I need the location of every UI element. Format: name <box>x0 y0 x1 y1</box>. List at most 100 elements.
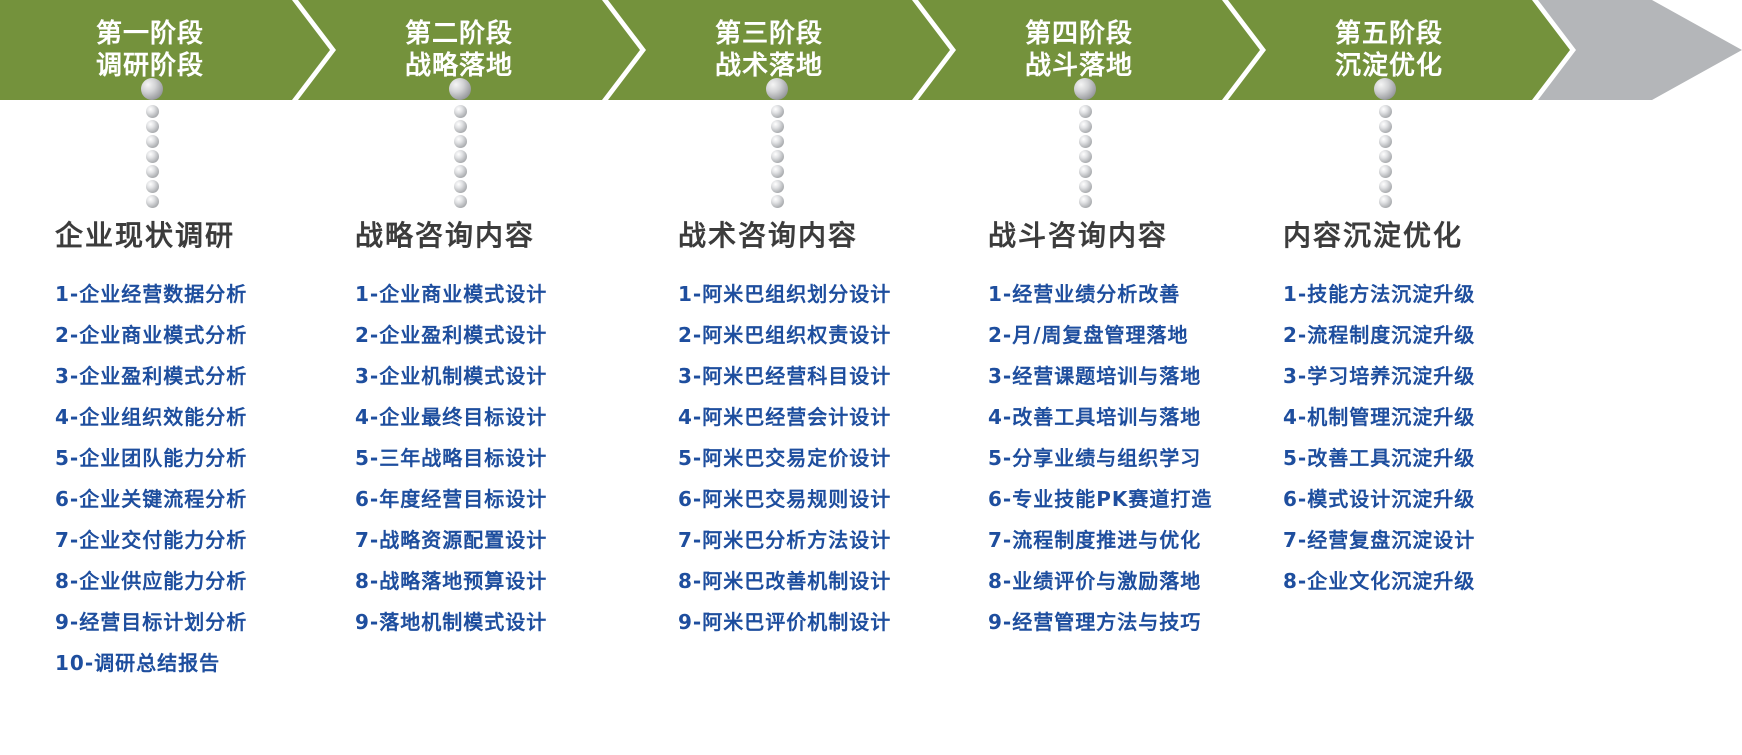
content-column: 企业现状调研 1-企业经营数据分析 2-企业商业模式分析 3-企业盈利模式分析 4-企… <box>55 214 345 692</box>
list-item: 6-年度经营目标设计 <box>355 487 548 511</box>
chain-bead-icon <box>1078 120 1092 133</box>
list-item: 1-阿米巴组织划分设计 <box>678 282 892 306</box>
chain-bead-icon <box>145 150 159 163</box>
column-list: 1-企业商业模式设计 2-企业盈利模式设计 3-企业机制模式设计 4-企业最终目标设计… <box>355 282 645 634</box>
chain-bead-icon <box>145 120 159 133</box>
list-item: 8-企业文化沉淀升级 <box>1283 569 1476 593</box>
column-list: 1-技能方法沉淀升级 2-流程制度沉淀升级 3-学习培养沉淀升级 4-机制管理沉淀升级… <box>1283 282 1573 593</box>
pin-chain-connector <box>764 78 790 208</box>
column-title: 企业现状调研 <box>55 219 236 252</box>
stage-subtitle: 调研阶段 <box>95 51 204 81</box>
chain-bead-icon <box>145 180 159 193</box>
list-item: 5-改善工具沉淀升级 <box>1283 446 1476 470</box>
list-item: 8-企业供应能力分析 <box>55 569 248 593</box>
stage-title: 第二阶段 <box>404 19 513 49</box>
chain-bead-icon <box>1078 180 1092 193</box>
list-item: 4-改善工具培训与落地 <box>988 405 1202 429</box>
column-title: 内容沉淀优化 <box>1283 219 1464 252</box>
list-item: 7-流程制度推进与优化 <box>988 528 1202 552</box>
content-column: 战略咨询内容 1-企业商业模式设计 2-企业盈利模式设计 3-企业机制模式设计 4-企… <box>355 214 645 651</box>
list-item: 9-阿米巴评价机制设计 <box>678 610 892 634</box>
chain-bead-icon <box>453 120 467 133</box>
list-item: 5-分享业绩与组织学习 <box>988 446 1202 470</box>
column-list: 1-企业经营数据分析 2-企业商业模式分析 3-企业盈利模式分析 4-企业组织效能分析… <box>55 282 345 675</box>
list-item: 2-流程制度沉淀升级 <box>1283 323 1476 347</box>
chain-bead-icon <box>1078 150 1092 163</box>
list-item: 5-三年战略目标设计 <box>355 446 548 470</box>
chain-bead-icon <box>770 135 784 148</box>
chain-bead-icon <box>1378 150 1392 163</box>
list-item: 7-经营复盘沉淀设计 <box>1283 528 1476 552</box>
stage-subtitle: 战术落地 <box>714 51 823 81</box>
chain-bead-icon <box>1078 105 1092 118</box>
chain-bead-icon <box>770 120 784 133</box>
pin-head-icon <box>141 78 163 100</box>
chain-bead-icon <box>770 180 784 193</box>
list-item: 5-阿米巴交易定价设计 <box>678 446 892 470</box>
list-item: 6-阿米巴交易规则设计 <box>678 487 892 511</box>
pin-chain-connector <box>139 78 165 208</box>
pin-chain-connector <box>447 78 473 208</box>
list-item: 4-机制管理沉淀升级 <box>1283 405 1476 429</box>
list-item: 4-企业组织效能分析 <box>55 405 248 429</box>
list-item: 6-企业关键流程分析 <box>55 487 248 511</box>
chain-bead-icon <box>770 165 784 178</box>
chain-bead-icon <box>770 195 784 208</box>
column-title: 战术咨询内容 <box>678 219 859 252</box>
list-item: 1-经营业绩分析改善 <box>988 282 1181 306</box>
chain-bead-icon <box>1078 195 1092 208</box>
chain-bead-icon <box>1078 165 1092 178</box>
list-item: 9-经营目标计划分析 <box>55 610 248 634</box>
chain-bead-icon <box>1378 165 1392 178</box>
list-item: 2-企业商业模式分析 <box>55 323 248 347</box>
column-title: 战斗咨询内容 <box>988 219 1169 252</box>
list-item: 9-落地机制模式设计 <box>355 610 548 634</box>
stage-subtitle: 沉淀优化 <box>1334 51 1443 81</box>
chain-bead-icon <box>453 135 467 148</box>
pin-chain-connector <box>1072 78 1098 208</box>
chain-bead-icon <box>1378 195 1392 208</box>
list-item: 3-企业盈利模式分析 <box>55 364 248 388</box>
stage-title: 第三阶段 <box>714 19 823 49</box>
stage-subtitle: 战略落地 <box>404 51 513 81</box>
list-item: 7-企业交付能力分析 <box>55 528 248 552</box>
list-item: 4-企业最终目标设计 <box>355 405 548 429</box>
pin-head-icon <box>1074 78 1096 100</box>
list-item: 8-业绩评价与激励落地 <box>988 569 1202 593</box>
list-item: 6-专业技能PK赛道打造 <box>988 487 1213 511</box>
list-item: 7-阿米巴分析方法设计 <box>678 528 892 552</box>
chain-bead-icon <box>1378 135 1392 148</box>
list-item: 1-技能方法沉淀升级 <box>1283 282 1476 306</box>
list-item: 1-企业经营数据分析 <box>55 282 248 306</box>
list-item: 7-战略资源配置设计 <box>355 528 548 552</box>
chain-bead-icon <box>145 135 159 148</box>
column-title: 战略咨询内容 <box>355 219 536 252</box>
list-item: 3-企业机制模式设计 <box>355 364 548 388</box>
pin-head-icon <box>766 78 788 100</box>
stage-segment: 第二阶段 战略落地 <box>298 0 640 100</box>
list-item: 1-企业商业模式设计 <box>355 282 548 306</box>
chain-bead-icon <box>770 105 784 118</box>
list-item: 2-企业盈利模式设计 <box>355 323 548 347</box>
pin-head-icon <box>1374 78 1396 100</box>
content-column: 战术咨询内容 1-阿米巴组织划分设计 2-阿米巴组织权责设计 3-阿米巴经营科目设计… <box>678 214 968 651</box>
chain-bead-icon <box>1378 120 1392 133</box>
list-item: 3-阿米巴经营科目设计 <box>678 364 892 388</box>
chain-bead-icon <box>453 105 467 118</box>
content-column: 内容沉淀优化 1-技能方法沉淀升级 2-流程制度沉淀升级 3-学习培养沉淀升级 4-机… <box>1283 214 1573 610</box>
chain-bead-icon <box>453 180 467 193</box>
list-item: 3-经营课题培训与落地 <box>988 364 1202 388</box>
chain-bead-icon <box>145 165 159 178</box>
stage-subtitle: 战斗落地 <box>1024 51 1133 81</box>
list-item: 5-企业团队能力分析 <box>55 446 248 470</box>
list-item: 2-阿米巴组织权责设计 <box>678 323 892 347</box>
list-item: 3-学习培养沉淀升级 <box>1283 364 1476 388</box>
phase-banner: 第一阶段 调研阶段 第二阶段 战略落地 第三阶段 战术落地 第四阶段 战斗落地 … <box>0 0 1742 100</box>
stage-title: 第四阶段 <box>1024 19 1133 49</box>
list-item: 6-模式设计沉淀升级 <box>1283 487 1476 511</box>
chain-bead-icon <box>145 105 159 118</box>
list-item: 8-阿米巴改善机制设计 <box>678 569 892 593</box>
chain-bead-icon <box>1078 135 1092 148</box>
